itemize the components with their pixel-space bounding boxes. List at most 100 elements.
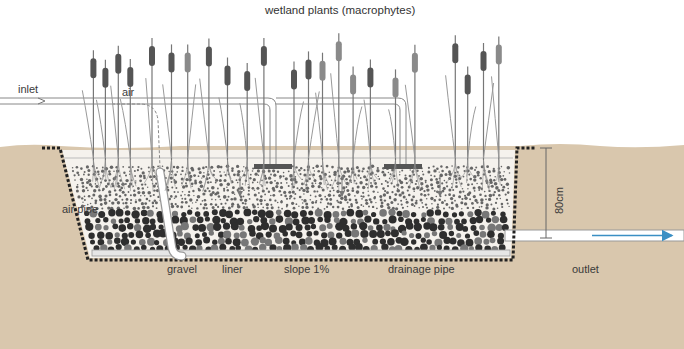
coarse-gravel [376, 225, 383, 232]
fine-gravel [477, 174, 480, 177]
fine-gravel [378, 178, 380, 180]
coarse-gravel [95, 218, 100, 223]
fine-gravel [100, 203, 103, 206]
fine-gravel [108, 173, 111, 176]
fine-gravel [122, 191, 125, 194]
fine-gravel [399, 171, 400, 172]
fine-gravel [102, 188, 105, 191]
fine-gravel [316, 191, 318, 193]
plant-leaf [468, 107, 476, 159]
fine-gravel [257, 203, 259, 205]
fine-gravel [318, 194, 321, 197]
fine-gravel [368, 206, 370, 208]
fine-gravel [309, 174, 311, 176]
fine-gravel [329, 190, 331, 192]
fine-gravel [250, 174, 252, 176]
fine-gravel [490, 204, 492, 206]
fine-gravel [140, 195, 142, 197]
fine-gravel [446, 185, 448, 187]
fine-gravel [109, 194, 112, 197]
fine-gravel [212, 206, 215, 209]
gravel-label: gravel [167, 263, 197, 276]
fine-gravel [87, 189, 89, 191]
coarse-gravel [235, 210, 240, 215]
fine-gravel [436, 181, 440, 185]
fine-gravel [501, 184, 503, 186]
fine-gravel [331, 180, 333, 182]
fine-gravel [473, 195, 476, 198]
fine-gravel [350, 181, 352, 183]
fine-gravel [339, 201, 342, 204]
fine-gravel [213, 170, 215, 172]
plant-root [240, 160, 247, 179]
coarse-gravel [283, 238, 290, 245]
fine-gravel [421, 202, 423, 204]
fine-gravel [413, 190, 415, 192]
fine-gravel [108, 170, 111, 173]
fine-gravel [142, 206, 146, 210]
distributor [254, 164, 292, 169]
plant-leaf [111, 86, 119, 158]
fine-gravel [476, 201, 478, 203]
fine-gravel [443, 187, 446, 190]
plant-root [482, 160, 483, 191]
fine-gravel [459, 191, 462, 194]
fine-gravel [268, 170, 271, 173]
coarse-gravel [141, 245, 147, 251]
fine-gravel [345, 178, 348, 181]
fine-gravel [464, 202, 467, 205]
fine-gravel [130, 202, 132, 204]
fine-gravel [206, 207, 208, 209]
fine-gravel [243, 196, 245, 198]
fine-gravel [125, 183, 127, 185]
fine-gravel [492, 208, 495, 211]
plant-leaf [492, 76, 499, 158]
fine-gravel [283, 175, 285, 177]
fine-gravel [252, 168, 254, 170]
coarse-gravel [459, 211, 464, 216]
coarse-gravel [429, 223, 437, 231]
fine-gravel [97, 170, 100, 173]
fine-gravel [460, 183, 462, 185]
coarse-gravel [124, 217, 130, 223]
fine-gravel [370, 177, 372, 179]
fine-gravel [305, 203, 308, 206]
fine-gravel [120, 187, 123, 190]
fine-gravel [119, 195, 121, 197]
fine-gravel [142, 171, 145, 174]
fine-gravel [215, 182, 217, 184]
fine-gravel [274, 200, 276, 202]
fine-gravel [237, 170, 240, 173]
fine-gravel [264, 194, 266, 196]
fine-gravel [284, 195, 287, 198]
fine-gravel [184, 198, 186, 200]
fine-gravel [329, 184, 331, 186]
fine-gravel [91, 197, 93, 199]
fine-gravel [223, 195, 227, 199]
fine-gravel [492, 169, 495, 172]
liner-label: liner [222, 263, 243, 276]
fine-gravel [463, 165, 465, 167]
plant-leaf [200, 79, 209, 158]
coarse-gravel [461, 219, 467, 225]
fine-gravel [479, 206, 481, 208]
fine-gravel [328, 194, 331, 197]
fine-gravel [135, 201, 137, 203]
plant-root [323, 160, 328, 190]
coarse-gravel [335, 222, 344, 231]
fine-gravel [92, 193, 95, 196]
slope-label: slope 1% [284, 263, 329, 276]
fine-gravel [357, 206, 360, 209]
fine-gravel [142, 191, 145, 194]
cattail-head [320, 61, 326, 81]
coarse-gravel [383, 224, 390, 231]
coarse-gravel [231, 222, 239, 230]
coarse-gravel [233, 238, 241, 246]
fine-gravel [72, 167, 74, 169]
fine-gravel [376, 169, 379, 172]
fine-gravel [426, 185, 429, 188]
coarse-gravel [491, 211, 496, 216]
coarse-gravel [197, 216, 204, 223]
fine-gravel [484, 191, 486, 193]
fine-gravel [401, 170, 403, 172]
